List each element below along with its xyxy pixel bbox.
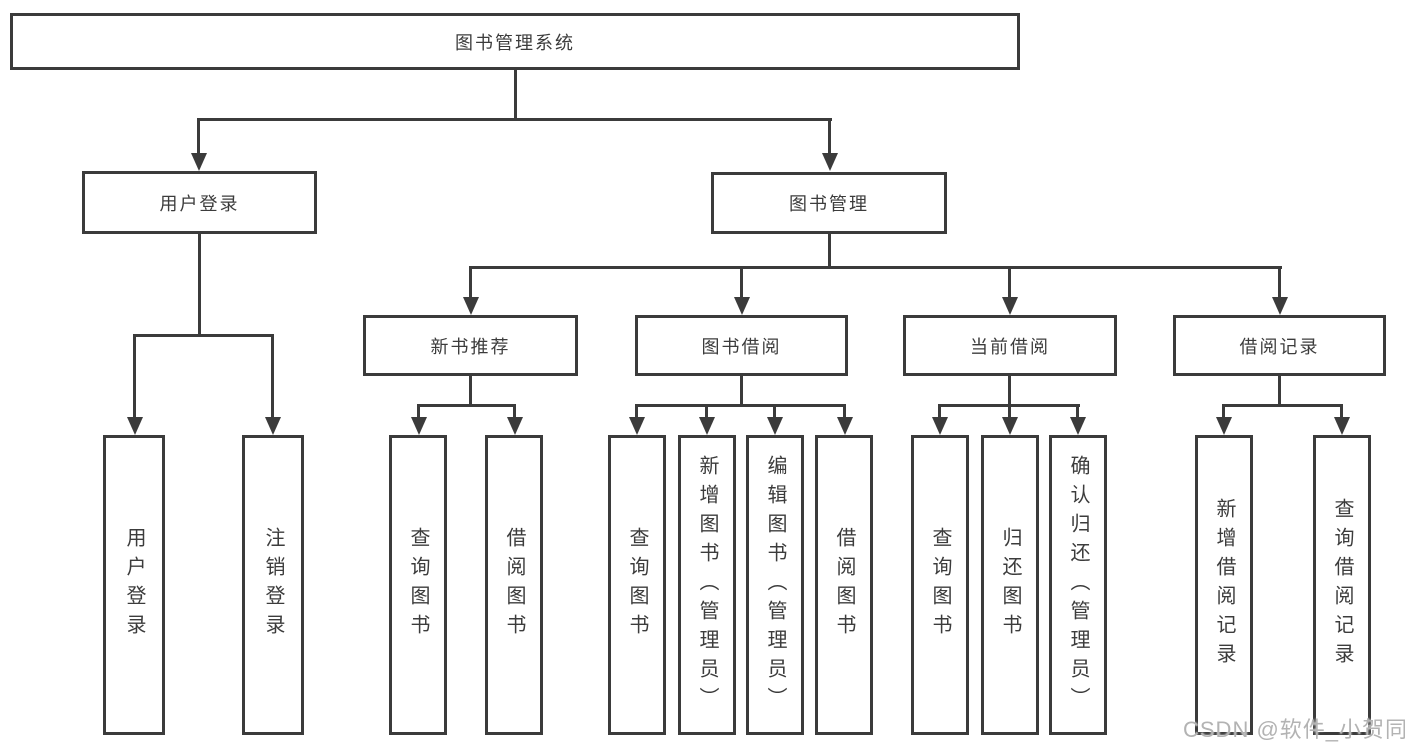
connector-records-hline [1222,404,1343,407]
connector-stub-book-borrow [740,266,743,300]
watermark: CSDN @软件_小贺同学 [1183,717,1405,742]
node-borrow-records-label: 借阅记录 [1239,336,1320,357]
connector-bookborrow-hline [635,404,846,407]
arrow-down-icon [1070,417,1086,435]
connector-stub [843,404,846,420]
connector-stub [705,404,708,420]
leaf-logout-login-label: 注销登录 [262,527,284,643]
connector-stub-user-login [197,118,200,156]
arrow-down-icon [1334,417,1350,435]
connector-stub [513,404,516,420]
connector-stub-leaf-user-login [133,334,136,420]
leaf-label: 编辑图书（管理员） [764,454,786,716]
connector-userlogin-vline [198,234,201,336]
connector-stub-current-borrow [1008,266,1011,300]
leaf-add-books-admin: 新增图书（管理员） [678,435,736,735]
node-book-borrow: 图书借阅 [635,315,848,376]
leaf-query-borrow-record: 查询借阅记录 [1313,435,1371,735]
node-book-management: 图书管理 [711,172,947,234]
arrow-down-icon [127,417,143,435]
arrow-down-icon [1216,417,1232,435]
leaf-label: 查询借阅记录 [1331,498,1353,672]
leaf-return-books: 归还图书 [981,435,1039,735]
connector-root-vline [514,70,517,119]
connector-currentborrow-vline [1008,376,1011,407]
leaf-borrow-books-recommend: 借阅图书 [485,435,543,735]
arrow-down-icon [837,417,853,435]
arrow-down-icon [507,417,523,435]
leaf-label: 归还图书 [999,527,1021,643]
arrow-down-icon [265,417,281,435]
leaf-label: 查询图书 [626,527,648,643]
leaf-user-login: 用户登录 [103,435,165,735]
arrow-down-icon [411,417,427,435]
node-book-management-label: 图书管理 [789,194,869,214]
arrow-down-icon [463,297,479,315]
connector-stub-new-book [469,266,472,300]
node-book-borrow-label: 图书借阅 [701,336,782,357]
connector-stub-borrow-records [1278,266,1281,300]
node-current-borrow: 当前借阅 [903,315,1117,376]
node-borrow-records: 借阅记录 [1173,315,1386,376]
connector-records-vline [1278,376,1281,407]
leaf-query-books-borrow: 查询图书 [608,435,666,735]
arrow-down-icon [191,153,207,171]
connector-stub [1340,404,1343,420]
connector-stub [1222,404,1225,420]
arrow-down-icon [734,297,750,315]
leaf-query-books-recommend: 查询图书 [389,435,447,735]
connector-bookmgmt-hline [469,266,1282,269]
node-new-book-recommend: 新书推荐 [363,315,578,376]
node-user-login: 用户登录 [82,171,317,234]
arrow-down-icon [767,417,783,435]
leaf-borrow-books: 借阅图书 [815,435,873,735]
connector-stub [773,404,776,420]
leaf-confirm-return-admin: 确认归还（管理员） [1049,435,1107,735]
arrow-down-icon [699,417,715,435]
connector-stub [1076,404,1079,420]
arrow-down-icon [1002,297,1018,315]
node-new-book-recommend-label: 新书推荐 [430,336,511,357]
leaf-label: 确认归还（管理员） [1067,454,1089,716]
leaf-label: 新增借阅记录 [1213,498,1235,672]
arrow-down-icon [932,417,948,435]
connector-stub-leaf-logout [271,334,274,420]
leaf-logout-login: 注销登录 [242,435,304,735]
leaf-edit-books-admin: 编辑图书（管理员） [746,435,804,735]
connector-stub [938,404,941,420]
connector-stub-book-management [828,118,831,156]
connector-userlogin-hline [133,334,274,337]
leaf-label: 借阅图书 [833,527,855,643]
connector-root-hline [197,118,832,121]
leaf-query-books-current: 查询图书 [911,435,969,735]
leaf-label: 查询图书 [407,527,429,643]
arrow-down-icon [629,417,645,435]
node-root: 图书管理系统 [10,13,1020,70]
connector-newbook-vline [469,376,472,407]
arrow-down-icon [1272,297,1288,315]
leaf-label: 借阅图书 [503,527,525,643]
leaf-label: 查询图书 [929,527,951,643]
connector-bookborrow-vline [740,376,743,407]
connector-stub [1008,404,1011,420]
leaf-add-borrow-record: 新增借阅记录 [1195,435,1253,735]
arrow-down-icon [822,153,838,171]
leaf-user-login-label: 用户登录 [123,527,145,643]
node-current-borrow-label: 当前借阅 [970,336,1050,357]
node-user-login-label: 用户登录 [159,193,240,214]
connector-stub [417,404,420,420]
node-root-label: 图书管理系统 [455,32,575,53]
connector-newbook-hline [417,404,516,407]
leaf-label: 新增图书（管理员） [696,454,718,716]
connector-stub [635,404,638,420]
arrow-down-icon [1002,417,1018,435]
connector-bookmgmt-vline [828,234,831,268]
